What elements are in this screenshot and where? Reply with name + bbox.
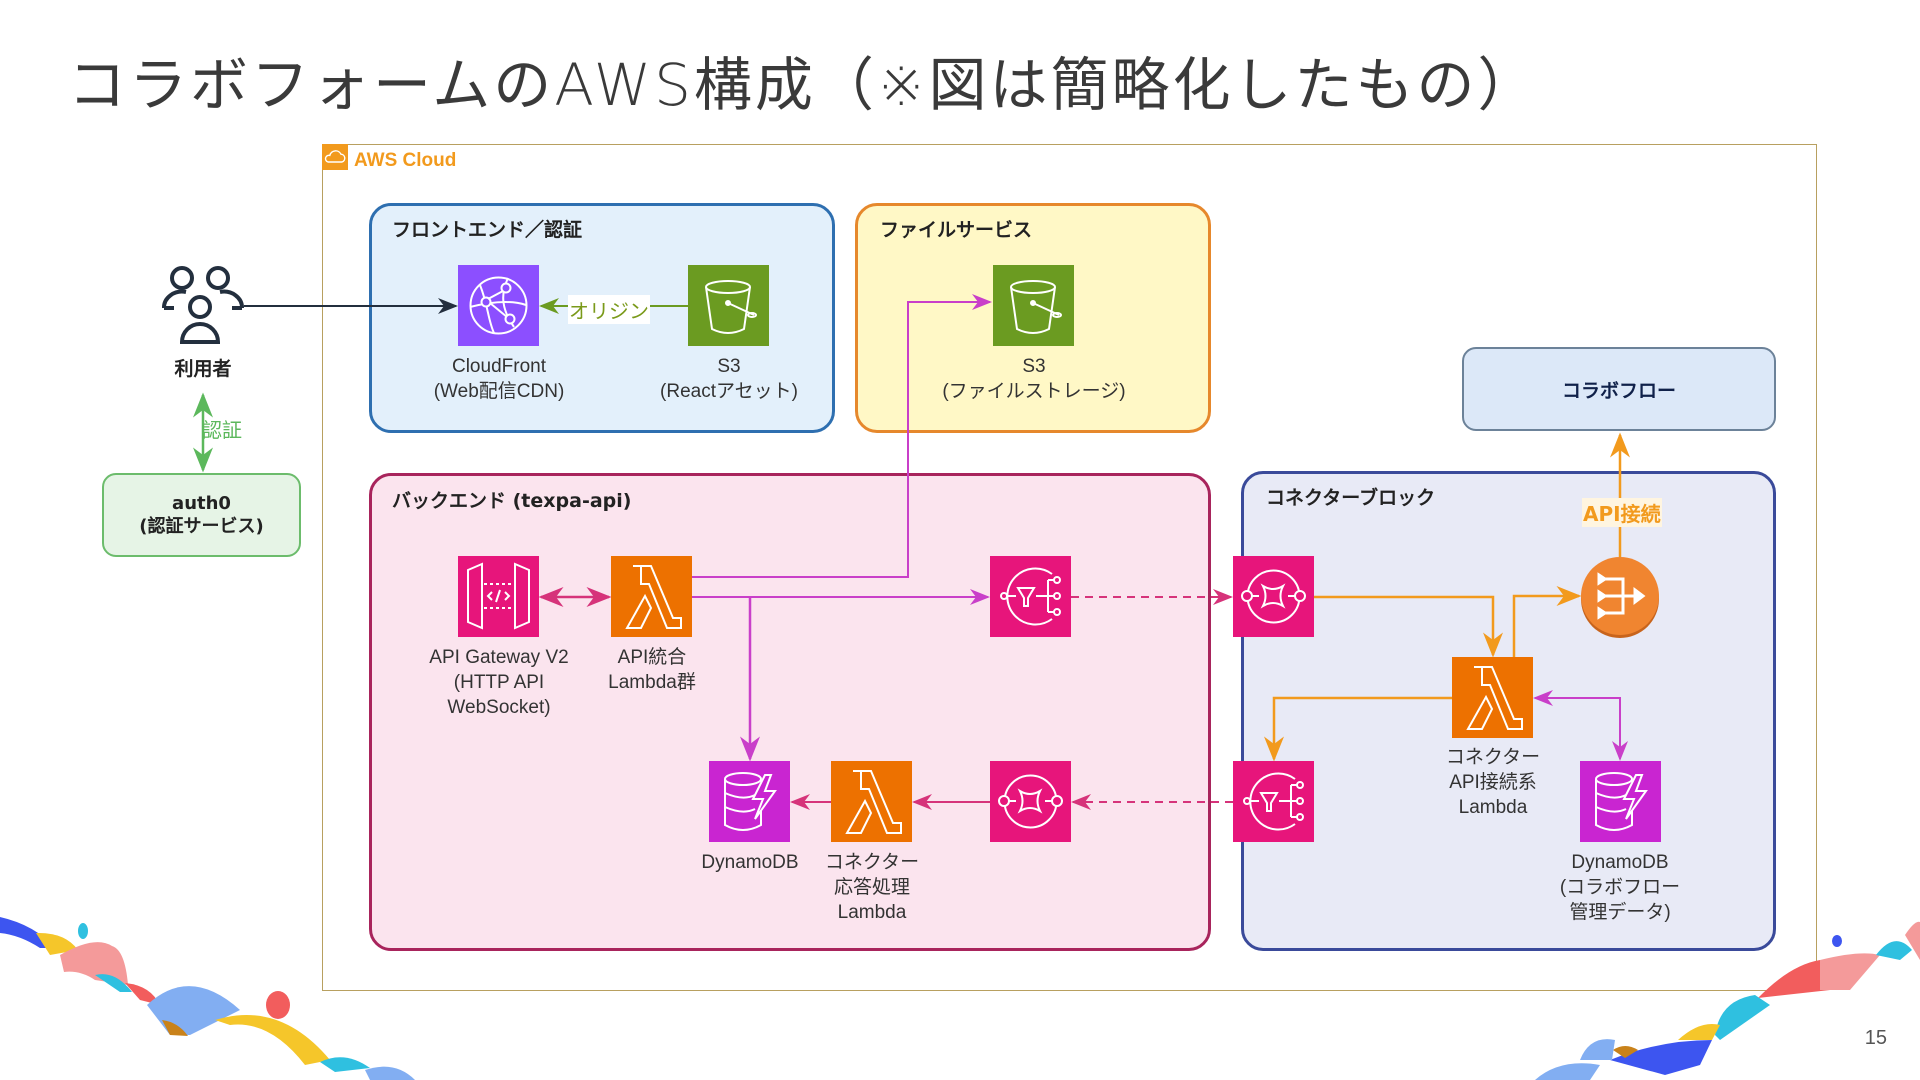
s3-file-storage-label: S3(ファイルストレージ) <box>942 356 1126 402</box>
api-connection-edge-label: API接続 <box>1582 498 1662 527</box>
collabflow-service: コラボフロー <box>1462 347 1776 431</box>
sns-connector-icon[interactable] <box>1233 761 1314 842</box>
connector-lambda-icon[interactable] <box>1452 657 1533 738</box>
auth0-description: (認証サービス) <box>139 516 264 537</box>
cloudfront-label: CloudFront(Web配信CDN) <box>433 356 565 402</box>
sqs-backend-icon[interactable] <box>990 761 1071 842</box>
page-number: 15 <box>1864 1027 1887 1049</box>
api-gateway-icon[interactable] <box>458 556 539 637</box>
cloud-icon <box>322 144 348 170</box>
auth0-service: auth0 (認証サービス) <box>102 473 301 557</box>
users-label: 利用者 <box>174 358 232 380</box>
aws-cloud-container <box>322 144 1817 991</box>
auth0-name: auth0 <box>172 492 231 514</box>
users-icon <box>160 262 246 348</box>
sqs-connector-icon[interactable] <box>1233 556 1314 637</box>
origin-edge-label: オリジン <box>568 295 650 324</box>
frontend-group-title: フロントエンド／認証 <box>392 219 583 241</box>
s3-file-storage-icon[interactable] <box>993 265 1074 346</box>
backend-group-title: バックエンド (texpa-api) <box>392 490 632 512</box>
dynamodb-backend-label: DynamoDB <box>701 852 799 873</box>
collabflow-label: コラボフロー <box>1561 379 1676 402</box>
sns-backend-icon[interactable] <box>990 556 1071 637</box>
cloudfront-icon[interactable] <box>458 265 539 346</box>
aws-cloud-label: AWS Cloud <box>354 150 457 171</box>
nat-gateway-icon[interactable] <box>1581 557 1659 635</box>
dynamodb-collabflow-label: DynamoDB(コラボフロー管理データ) <box>1559 852 1681 923</box>
s3-react-assets-icon[interactable] <box>688 265 769 346</box>
file-service-group-title: ファイルサービス <box>880 219 1033 241</box>
auth-edge-label: 認証 <box>202 418 242 442</box>
s3-react-assets-label: S3(Reactアセット) <box>660 356 798 402</box>
slide-title: コラボフォームのAWS構成（※図は簡略化したもの） <box>68 51 1539 119</box>
response-lambda-icon[interactable] <box>831 761 912 842</box>
dynamodb-backend-icon[interactable] <box>709 761 790 842</box>
dynamodb-collabflow-icon[interactable] <box>1580 761 1661 842</box>
connector-block-group-title: コネクターブロック <box>1266 487 1436 509</box>
api-lambda-icon[interactable] <box>611 556 692 637</box>
